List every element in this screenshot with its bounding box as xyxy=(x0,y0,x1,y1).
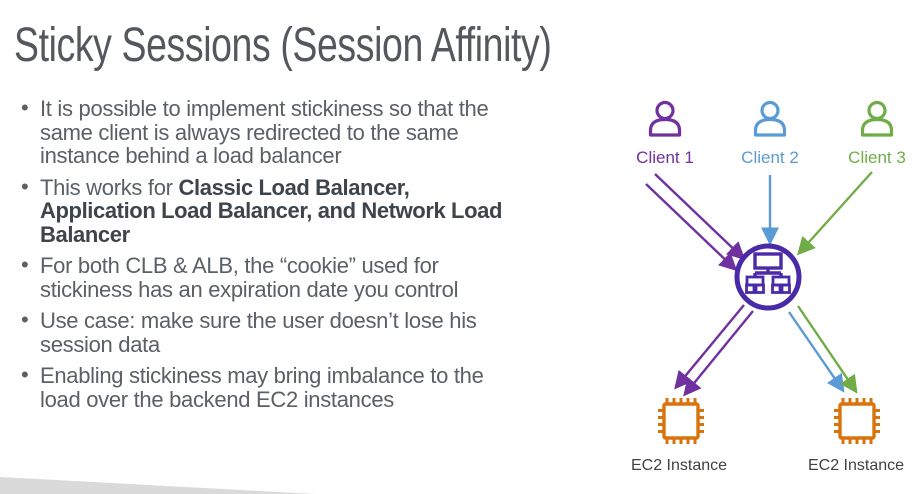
client-1-label: Client 1 xyxy=(636,148,694,167)
bullet-list: It is possible to implement stickiness s… xyxy=(14,96,634,419)
bullet-item: For both CLB & ALB, the “cookie” used fo… xyxy=(14,253,634,302)
arrow-lb-to-ec2-2-blue xyxy=(788,311,845,393)
bullet-item: Use case: make sure the user doesn’t los… xyxy=(14,308,634,357)
bullet-item: Enabling stickiness may bring imbalance … xyxy=(14,363,634,412)
slide-title: Sticky Sessions (Session Affinity) xyxy=(14,19,552,72)
arrow-lb-to-ec2-2-green xyxy=(797,305,858,394)
bullet-text-bold: Classic Load Balancer, Application Load … xyxy=(40,174,502,247)
person-icon xyxy=(860,100,894,137)
person-icon xyxy=(753,100,787,137)
arrow-lb-to-ec2-1-a xyxy=(674,304,745,390)
arrow-client3-to-lb xyxy=(796,171,873,256)
bullet-text: This works for xyxy=(40,174,179,200)
client-3-label: Client 3 xyxy=(848,148,906,167)
person-icon xyxy=(648,100,682,137)
arrow-client1-to-lb-b xyxy=(645,183,738,272)
bullet-text: It is possible to implement stickiness s… xyxy=(40,96,489,168)
bullet-item: This works for Classic Load Balancer, Ap… xyxy=(14,174,634,247)
client-2-label: Client 2 xyxy=(741,148,799,167)
bullet-text: Use case: make sure the user doesn’t los… xyxy=(40,308,477,357)
bullet-item: It is possible to implement stickiness s… xyxy=(14,96,634,168)
arrow-lb-to-ec2-1-b xyxy=(683,310,754,397)
bullet-text: Enabling stickiness may bring imbalance … xyxy=(40,363,484,412)
ec2-chip-icon xyxy=(832,396,882,446)
ec2-instance-2-label: EC2 Instance xyxy=(808,457,904,474)
bullet-text: For both CLB & ALB, the “cookie” used fo… xyxy=(40,253,459,302)
load-balancer-icon xyxy=(734,243,802,311)
ec2-chip-icon xyxy=(656,396,706,446)
arrow-client1-to-lb-a xyxy=(654,173,746,261)
ec2-instance-1-label: EC2 Instance xyxy=(631,457,727,474)
